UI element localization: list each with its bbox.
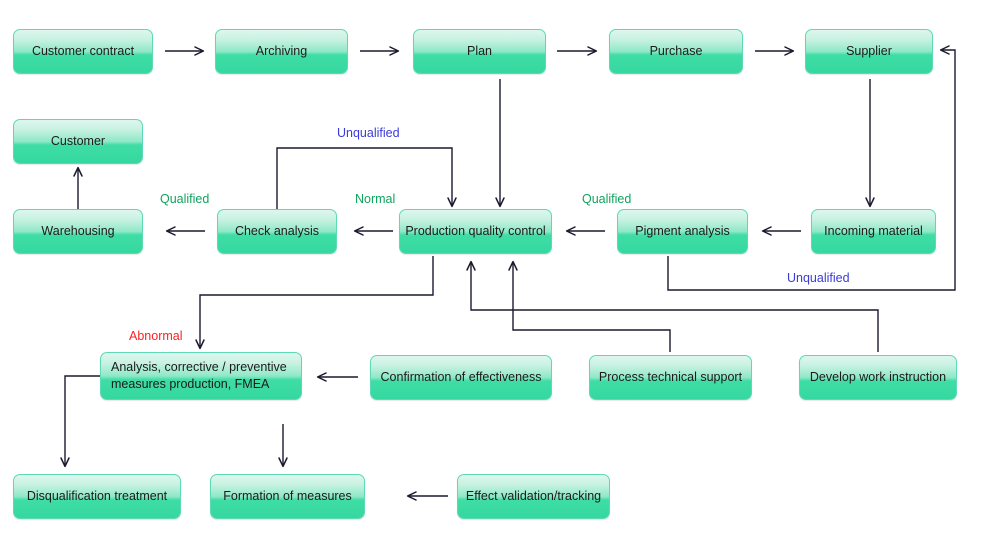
edge-analysis-to-disqualification [60, 375, 100, 468]
node-incoming-material[interactable]: Incoming material [811, 209, 936, 254]
node-label: Customer [50, 134, 106, 148]
node-effect-validation-tracking[interactable]: Effect validation/tracking [457, 474, 610, 519]
node-process-technical-support[interactable]: Process technical support [589, 355, 752, 400]
node-label: Pigment analysis [635, 224, 730, 238]
node-label: Confirmation of effectiveness [380, 370, 542, 384]
node-label: Analysis, corrective / preventive measur… [111, 360, 287, 391]
node-label: Process technical support [598, 370, 743, 384]
node-plan[interactable]: Plan [413, 29, 546, 74]
edge-label-unqualified-right: Unqualified [787, 271, 850, 285]
edge-label-qualified-right: Qualified [582, 192, 632, 206]
node-customer-contract[interactable]: Customer contract [13, 29, 153, 74]
node-pigment-analysis[interactable]: Pigment analysis [617, 209, 748, 254]
node-supplier[interactable]: Supplier [805, 29, 933, 74]
node-disqualification-treatment[interactable]: Disqualification treatment [13, 474, 181, 519]
edge-label-abnormal: Abnormal [129, 329, 183, 343]
edge-pqc-abnormal-to-analysis [195, 256, 434, 350]
node-production-quality-control[interactable]: Production quality control [399, 209, 552, 254]
node-label: Supplier [846, 44, 892, 58]
node-label: Disqualification treatment [26, 489, 168, 503]
node-develop-work-instruction[interactable]: Develop work instruction [799, 355, 957, 400]
node-label: Purchase [649, 44, 703, 58]
node-label: Incoming material [824, 224, 923, 238]
node-label: Customer contract [31, 44, 135, 58]
node-label: Check analysis [234, 224, 320, 238]
edge-label-unqualified-top: Unqualified [337, 126, 400, 140]
edge-process-support-to-pqc [508, 260, 671, 352]
node-analysis-corrective-preventive[interactable]: Analysis, corrective / preventive measur… [100, 352, 302, 400]
node-label: Formation of measures [223, 489, 352, 503]
node-purchase[interactable]: Purchase [609, 29, 743, 74]
node-confirmation-of-effectiveness[interactable]: Confirmation of effectiveness [370, 355, 552, 400]
node-warehousing[interactable]: Warehousing [13, 209, 143, 254]
edge-pigment-unqualified-to-supplier [667, 45, 956, 291]
node-label: Develop work instruction [809, 370, 947, 384]
node-formation-of-measures[interactable]: Formation of measures [210, 474, 365, 519]
node-label: Effect validation/tracking [465, 489, 602, 503]
node-check-analysis[interactable]: Check analysis [217, 209, 337, 254]
node-archiving[interactable]: Archiving [215, 29, 348, 74]
node-label: Warehousing [41, 224, 115, 238]
node-label: Plan [466, 44, 493, 58]
node-label: Production quality control [405, 224, 546, 238]
node-customer[interactable]: Customer [13, 119, 143, 164]
node-label: Archiving [255, 44, 308, 58]
edge-label-qualified-left: Qualified [160, 192, 210, 206]
edge-label-normal: Normal [355, 192, 396, 206]
